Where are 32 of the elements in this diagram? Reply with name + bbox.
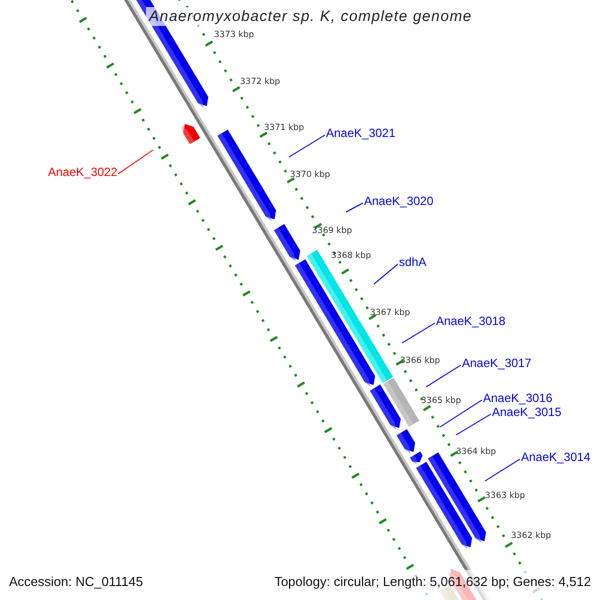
tick-label: 3363 kbp [485,492,526,501]
leader-line [118,150,154,174]
accession-text: Accession: NC_011145 [9,574,143,590]
tick-label: 3370 kbp [290,171,330,180]
gene-label: AnaeK_3016 [483,391,552,405]
tick-label: 3362 kbp [511,532,552,541]
leader-line [440,400,482,428]
tick-label: 3368 kbp [331,252,372,261]
leader-line [346,202,364,212]
leader-line [456,414,492,436]
gene-label: AnaeK_3020 [364,194,434,208]
leader-line [374,264,398,284]
gene-label: AnaeK_3018 [436,314,506,328]
tick-label: 3365 kbp [421,397,462,406]
tick-label: 3367 kbp [370,309,410,318]
leader-line [288,134,326,158]
tick-label: 3364 kbp [456,448,496,457]
tick-label: 3373 kbp [214,31,254,40]
gene-label: AnaeK_3015 [492,405,562,419]
tick-label: 3369 kbp [312,227,352,236]
genome-stats-text: Topology: circular; Length: 5,061,632 bp; Genes: 4,512 [274,574,591,590]
tick-label: 3372 kbp [240,78,280,87]
gene-label: AnaeK_3017 [462,356,532,370]
tick-label: 3366 kbp [400,357,440,366]
gene-label: AnaeK_3022 [48,165,118,179]
leader-line [402,322,436,344]
gene-label: AnaeK_3014 [521,450,590,464]
gene-label: sdhA [399,255,426,269]
leader-line [426,364,462,388]
tick-label: 3371 kbp [264,124,304,133]
gene-label: AnaeK_3021 [326,126,396,140]
leader-line [484,458,520,482]
